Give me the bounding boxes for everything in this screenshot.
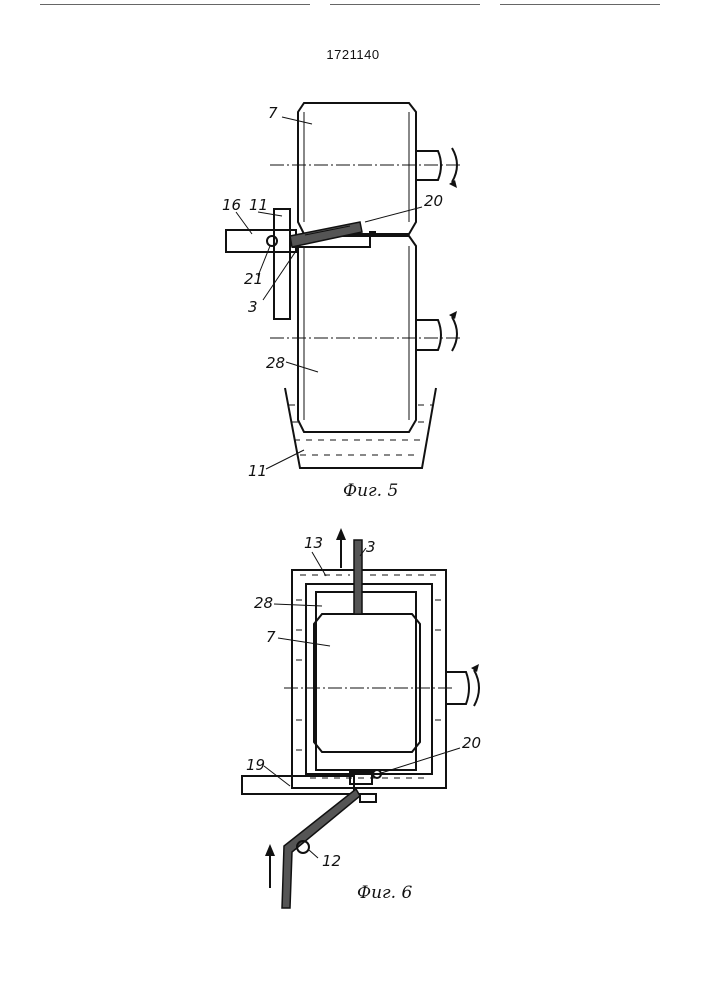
upper-roll xyxy=(298,103,416,234)
lower-shaft xyxy=(416,320,441,350)
label-12: 12 xyxy=(322,852,341,870)
housing-13-inner xyxy=(306,584,432,774)
figure-6: 13 3 28 7 20 19 12 Фиг. 6 xyxy=(242,528,481,908)
label-19: 19 xyxy=(246,756,265,774)
label-20-fig6: 20 xyxy=(462,734,481,752)
label-11-bath: 11 xyxy=(248,462,267,480)
label-3: 3 xyxy=(248,298,258,316)
figure-6-caption: Фиг. 6 xyxy=(357,883,412,903)
label-20: 20 xyxy=(424,192,443,210)
rotation-arrow-lower xyxy=(452,317,457,351)
label-28-fig6: 28 xyxy=(254,594,273,612)
lower-roll xyxy=(298,236,416,432)
shaft-19 xyxy=(242,776,354,794)
roll-7 xyxy=(314,614,420,752)
label-11-plate: 11 xyxy=(249,196,268,214)
shaft-16 xyxy=(226,230,296,252)
strip-3-vertical xyxy=(354,540,362,614)
inner-vessel-28 xyxy=(316,592,416,770)
figure-5-caption: Фиг. 5 xyxy=(343,481,398,501)
strip-3-inlet xyxy=(282,789,360,908)
label-21: 21 xyxy=(244,270,263,288)
liquid-bath xyxy=(285,388,436,468)
rotation-arrow-fig6 xyxy=(474,670,479,706)
label-16: 16 xyxy=(222,196,241,214)
label-7: 7 xyxy=(268,104,278,122)
pin-21 xyxy=(267,236,277,246)
label-13: 13 xyxy=(304,534,323,552)
label-28: 28 xyxy=(266,354,285,372)
label-7-fig6: 7 xyxy=(266,628,276,646)
label-3-fig6: 3 xyxy=(366,538,376,556)
figure-5: 7 11 16 20 21 3 28 11 Фиг. 5 xyxy=(222,103,462,501)
